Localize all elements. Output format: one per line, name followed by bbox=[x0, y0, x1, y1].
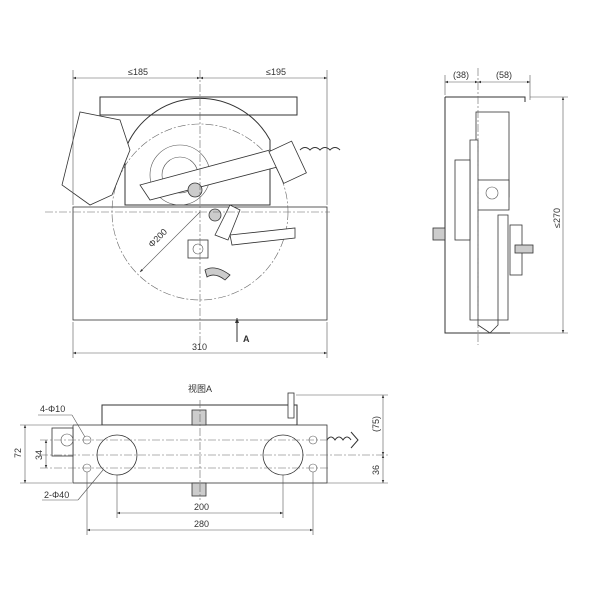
top-plate bbox=[99, 96, 298, 116]
view-a-title: 视图A bbox=[188, 383, 212, 394]
side-dim-height: ≤270 bbox=[552, 208, 562, 228]
side-dim-right: (58) bbox=[496, 70, 512, 80]
dim-left-width: ≤185 bbox=[128, 67, 148, 77]
large-holes-label: 2-Φ40 bbox=[44, 490, 69, 500]
dim-height-72: 72 bbox=[13, 448, 23, 458]
dim-spacing-200: 200 bbox=[194, 502, 209, 512]
left-arm bbox=[61, 111, 131, 206]
bottom-view: 视图A 4-Φ10 2-Φ40 72 34 (75) bbox=[13, 383, 390, 535]
spring bbox=[299, 147, 341, 151]
dim-total-width: 310 bbox=[192, 342, 207, 352]
dim-top-75: (75) bbox=[371, 416, 381, 432]
view-arrow-label: A bbox=[243, 334, 250, 344]
dim-spacing-280: 280 bbox=[194, 519, 209, 529]
spring-housing bbox=[268, 140, 307, 184]
wheel-visible bbox=[124, 97, 271, 206]
dim-right-width: ≤195 bbox=[266, 67, 286, 77]
side-dim-left: (38) bbox=[453, 70, 469, 80]
front-view: Φ200 ≤185 ≤195 310 A bbox=[45, 67, 341, 358]
dim-spacing-34: 34 bbox=[34, 450, 44, 460]
dim-bottom-36: 36 bbox=[371, 465, 381, 475]
small-holes-label: 4-Φ10 bbox=[40, 404, 65, 414]
side-view: (38) (58) ≤270 bbox=[432, 68, 568, 345]
